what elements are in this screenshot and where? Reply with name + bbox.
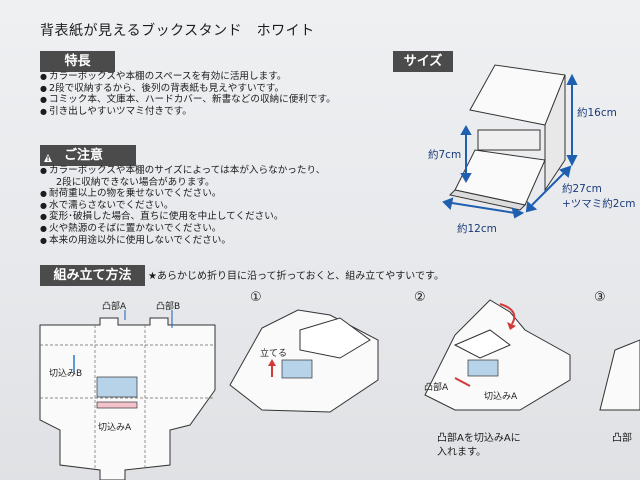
label-convex-a: 凸部A [102,302,127,312]
caution-item: 耐荷重以上の物を乗せないでください。 [40,188,325,200]
caution-label: ご注意 [64,148,104,163]
feature-item: コミック本、文庫本、ハードカバー、新書などの収納に便利です。 [40,94,336,106]
size-depth-label: 約27cm [562,183,602,195]
size-height-label: 約16cm [577,107,617,119]
step-2-number: ② [414,290,426,305]
feature-item: 引き出しやすいツマミ付きです。 [40,106,336,118]
step-1-number: ① [250,290,262,305]
caution-item: 2段に収納できない場合があります。 [56,176,215,188]
label-step2-slit-a: 切込みA [484,392,518,402]
caution-list: カラーボックスや本棚のサイズによっては本が入らなかったり、 2段に収納できない場… [40,165,325,246]
step-2-note: 凸部Aを切込みAに 入れます。 [437,432,521,460]
flat-template [39,317,216,480]
feature-item: カラーボックスや本棚のスペースを有効に活用します。 [40,71,336,83]
size-header: サイズ [393,51,453,72]
size-inner-height-label: 約7cm [428,149,462,161]
label-slit-a: 切込みA [98,423,132,433]
step-2-note-line1: 凸部Aを切込みAに [437,433,521,444]
caution-header: ご注意 [40,145,136,166]
feature-item: 2段で収納するから、後列の背表紙も見えやすいです。 [40,83,336,95]
size-tab-label: +ツマミ約2cm [562,198,636,210]
label-slit-b: 切込みB [49,369,83,379]
step-2-note-line2: 入れます。 [437,447,486,458]
features-list: カラーボックスや本棚のスペースを有効に活用します。 2段で収納するから、後列の背… [40,71,336,117]
step-3-number: ③ [594,290,606,305]
label-step2-convex-a: 凸部A [424,383,449,393]
caution-item: 火や熱源のそばに置かないでください。 [40,223,325,235]
caution-item: 本来の用途以外に使用しないでください。 [40,235,325,247]
label-stand-up: 立てる [260,349,288,359]
caution-item: 変形･破損した場合、直ちに使用を中止してください。 [40,211,325,223]
page-title: 背表紙が見えるブックスタンド ホワイト [40,23,315,39]
size-width-label: 約12cm [457,223,497,235]
step-3-note: 凸部 [612,433,632,444]
assembly-header: 組み立て方法 [40,265,145,286]
caution-item: カラーボックスや本棚のサイズによっては本が入らなかったり、 [40,165,325,177]
label-convex-b: 凸部B [156,302,181,312]
features-header: 特長 [40,51,115,72]
assembly-intro: ★あらかじめ折り目に沿って折っておくと、組み立てやすいです。 [148,271,444,282]
caution-item: 水で濡らさないでください。 [40,200,325,212]
